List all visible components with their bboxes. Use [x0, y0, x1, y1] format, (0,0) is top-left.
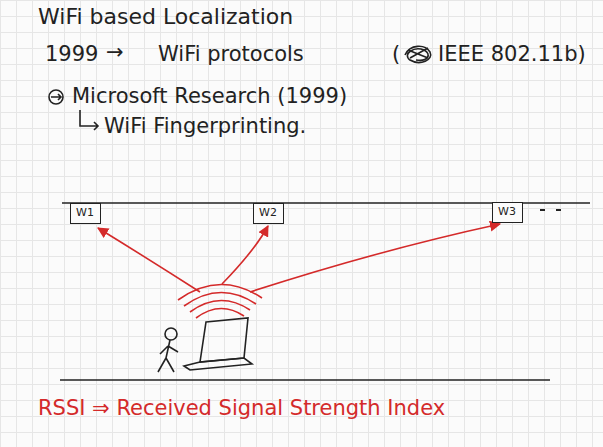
box-label: W1	[76, 206, 95, 219]
access-point-box: W3	[492, 202, 523, 223]
scribble	[405, 46, 431, 62]
continuation-dots	[540, 209, 561, 211]
floor-line	[60, 379, 550, 381]
hook-arrow	[80, 110, 98, 130]
signal-waves	[178, 284, 262, 318]
laptop-symbol	[184, 318, 252, 370]
note-text: WiFi Fingerprinting.	[104, 114, 306, 139]
note-text: Microsoft Research (1999)	[72, 84, 347, 109]
signal-arrows	[98, 224, 500, 292]
bullet-symbol	[49, 90, 63, 104]
note-text: WiFi protocols	[158, 42, 304, 67]
standard-name: IEEE 802.11b)	[438, 42, 586, 67]
year-note: 1999	[45, 42, 98, 67]
arrow-symbol: →	[106, 40, 124, 65]
access-point-box: W1	[70, 203, 101, 224]
box-label: W3	[498, 205, 517, 218]
definition-note: RSSI ⇒ Received Signal Strength Index	[38, 396, 445, 421]
person-figure	[158, 328, 178, 372]
heading-text: WiFi based Localization	[38, 4, 293, 30]
box-label: W2	[259, 206, 278, 219]
access-point-box: W2	[253, 203, 284, 224]
bracket-text: (	[392, 42, 400, 67]
